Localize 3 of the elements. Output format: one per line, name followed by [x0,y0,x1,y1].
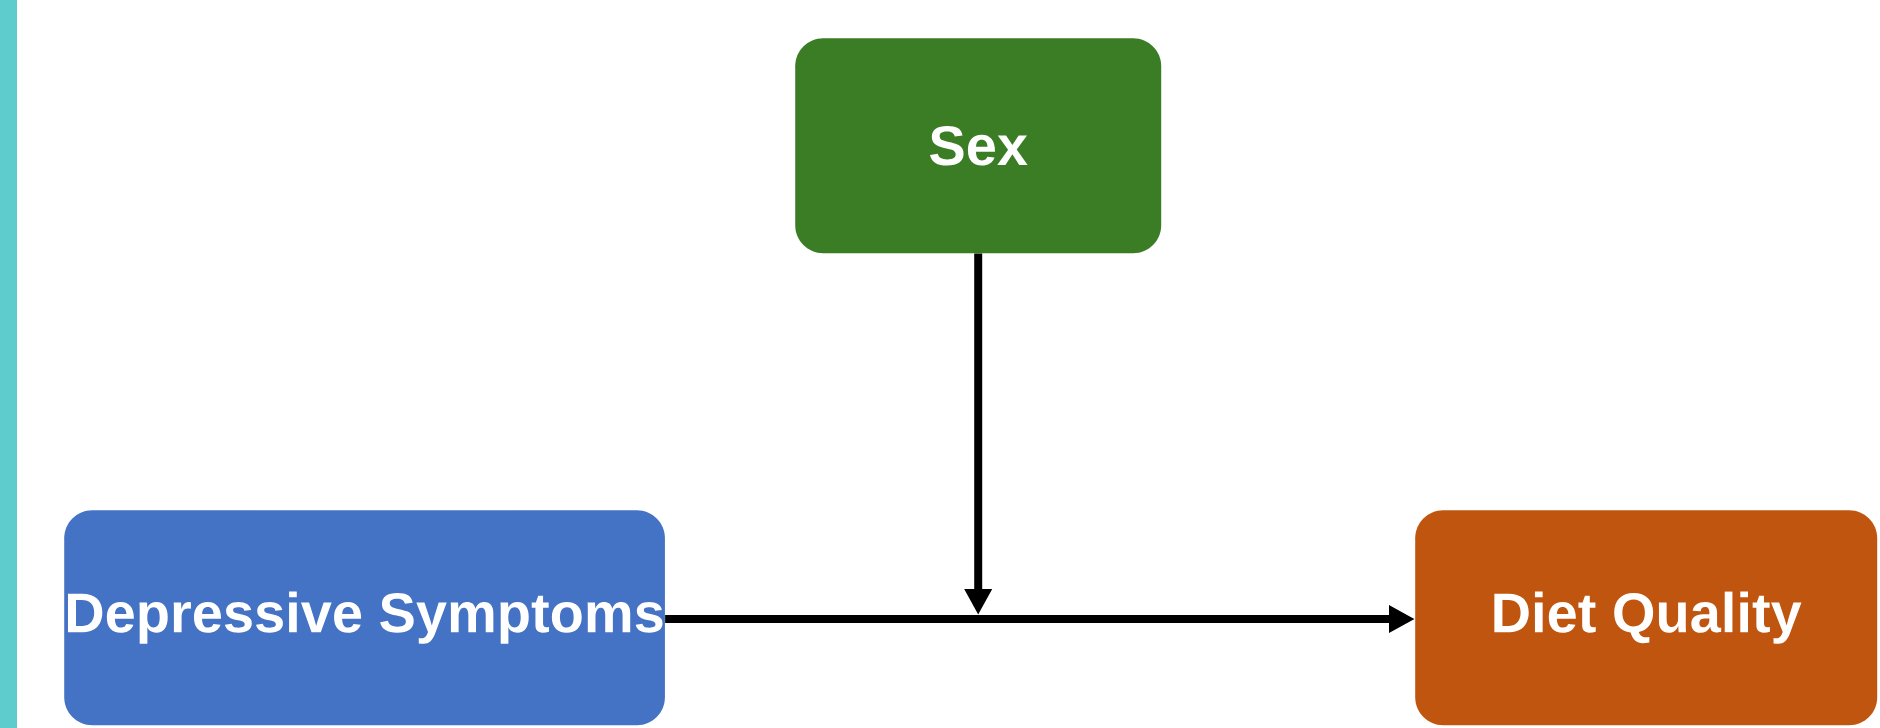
variable-box: Diet Quality [1415,510,1878,726]
variable-box: Sex [795,38,1162,254]
variable-box: Depressive Symptoms [64,510,665,726]
